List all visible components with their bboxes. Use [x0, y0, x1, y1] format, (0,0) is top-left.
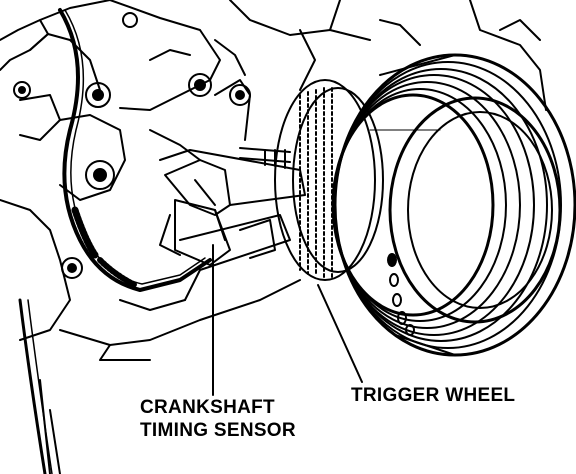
trigger-wheel-leader: [317, 284, 363, 383]
bolt: [13, 81, 31, 99]
bolt-group: [13, 12, 251, 279]
bolt: [85, 160, 115, 190]
crankshaft-pulley: [331, 53, 576, 357]
bolt: [61, 257, 83, 279]
crankshaft-timing-sensor: [159, 147, 291, 266]
pulley-holes: [387, 253, 415, 336]
bolt: [122, 12, 138, 28]
leader-lines: [212, 244, 363, 396]
crankshaft-label-line2: TIMING SENSOR: [140, 420, 296, 441]
trigger-wheel-label: TRIGGER WHEEL: [351, 385, 516, 406]
engine-block: [0, 0, 547, 474]
bolt: [188, 73, 212, 97]
bolt: [229, 84, 251, 106]
bolt: [85, 82, 111, 108]
wiring-harness: [18, 8, 212, 474]
crankshaft-label-line1: CRANKSHAFT: [140, 397, 275, 418]
trigger-wheel: [274, 79, 384, 281]
